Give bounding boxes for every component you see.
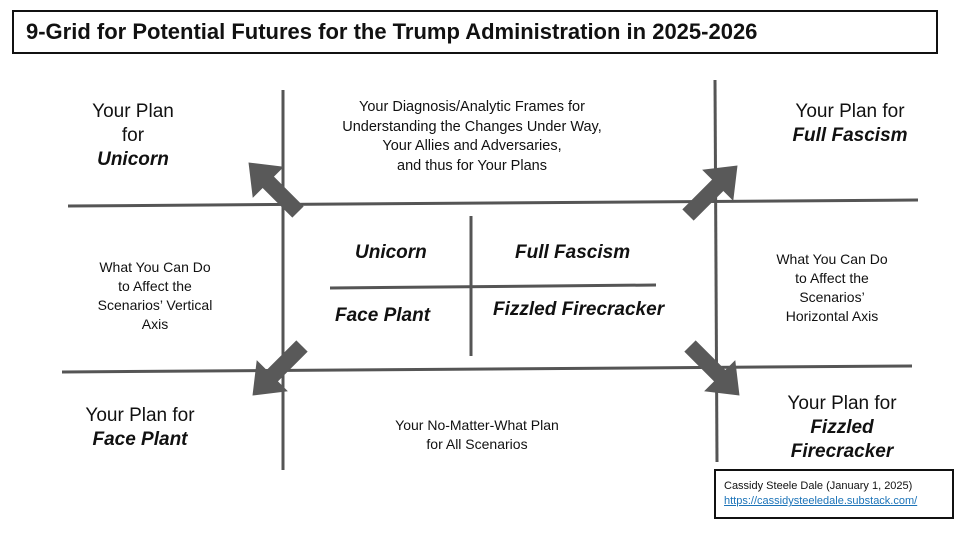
plan-face-plant-line2: Face Plant: [92, 428, 188, 450]
grid-line-right: [713, 79, 719, 463]
plan-face-plant-line1: Your Plan for: [85, 405, 195, 426]
plan-unicorn-line3: Unicorn: [97, 148, 169, 170]
no-matter-what-line2: for All Scenarios: [426, 435, 528, 452]
credit-link[interactable]: https://cassidysteeledale.substack.com/: [724, 495, 918, 508]
arrow-down-left-icon: [252, 340, 308, 396]
horizontal-axis-line3: Scenarios’: [799, 288, 865, 305]
page-title: 9-Grid for Potential Futures for the Tru…: [12, 10, 938, 54]
no-matter-what-plan: Your No-Matter-What Plan for All Scenari…: [357, 416, 597, 454]
plan-full-fascism-line2: Full Fascism: [792, 124, 908, 146]
plan-face-plant: Your Plan for Face Plant: [60, 404, 220, 452]
grid-line-bottom: [61, 364, 913, 374]
plan-fizzled-line2: Fizzled: [810, 416, 874, 438]
no-matter-what-line1: Your No-Matter-What Plan: [395, 417, 559, 433]
credit-box: Cassidy Steele Dale (January 1, 2025) ht…: [714, 469, 954, 519]
arrow-up-left-icon: [248, 162, 304, 218]
scenario-fizzled-firecracker: Fizzled Firecracker: [493, 299, 665, 320]
horizontal-axis-text: What You Can Do to Affect the Scenarios’…: [752, 250, 912, 326]
plan-unicorn-line2: for: [121, 124, 145, 146]
plan-fizzled-line3: Firecracker: [790, 440, 894, 462]
vertical-axis-line2: to Affect the: [118, 277, 192, 294]
vertical-axis-text: What You Can Do to Affect the Scenarios’…: [80, 258, 230, 334]
horizontal-axis-line1: What You Can Do: [776, 251, 888, 267]
horizontal-axis-line4: Horizontal Axis: [785, 307, 879, 324]
plan-fizzled-line1: Your Plan for: [787, 393, 897, 414]
arrow-down-right-icon: [684, 340, 740, 396]
plan-full-fascism-line1: Your Plan for: [795, 101, 905, 122]
arrow-up-right-icon: [682, 165, 738, 221]
vertical-axis-line4: Axis: [141, 315, 169, 332]
diagnosis-line3: Your Allies and Adversaries,: [382, 138, 562, 155]
grid-line-top: [67, 198, 919, 208]
horizontal-axis-line2: to Affect the: [795, 269, 869, 286]
diagnosis-line1: Your Diagnosis/Analytic Frames for: [359, 99, 585, 115]
inner-line-horizontal: [329, 283, 657, 290]
plan-unicorn: Your Plan for Unicorn: [58, 100, 208, 171]
credit-author: Cassidy Steele Dale (January 1, 2025): [724, 480, 913, 492]
scenario-full-fascism: Full Fascism: [515, 242, 631, 263]
plan-fizzled-firecracker: Your Plan for Fizzled Firecracker: [762, 392, 922, 463]
plan-full-fascism: Your Plan for Full Fascism: [770, 100, 930, 148]
diagnosis-line2: Understanding the Changes Under Way,: [342, 118, 602, 135]
vertical-axis-line1: What You Can Do: [99, 259, 211, 275]
scenario-face-plant: Face Plant: [335, 305, 431, 326]
plan-unicorn-line1: Your Plan: [92, 101, 174, 122]
title-text: 9-Grid for Potential Futures for the Tru…: [26, 19, 758, 44]
diagnosis-frames-text: Your Diagnosis/Analytic Frames for Under…: [312, 98, 632, 176]
scenario-unicorn: Unicorn: [355, 242, 427, 263]
diagnosis-line4: and thus for Your Plans: [397, 157, 547, 174]
vertical-axis-line3: Scenarios’ Vertical: [97, 296, 213, 313]
